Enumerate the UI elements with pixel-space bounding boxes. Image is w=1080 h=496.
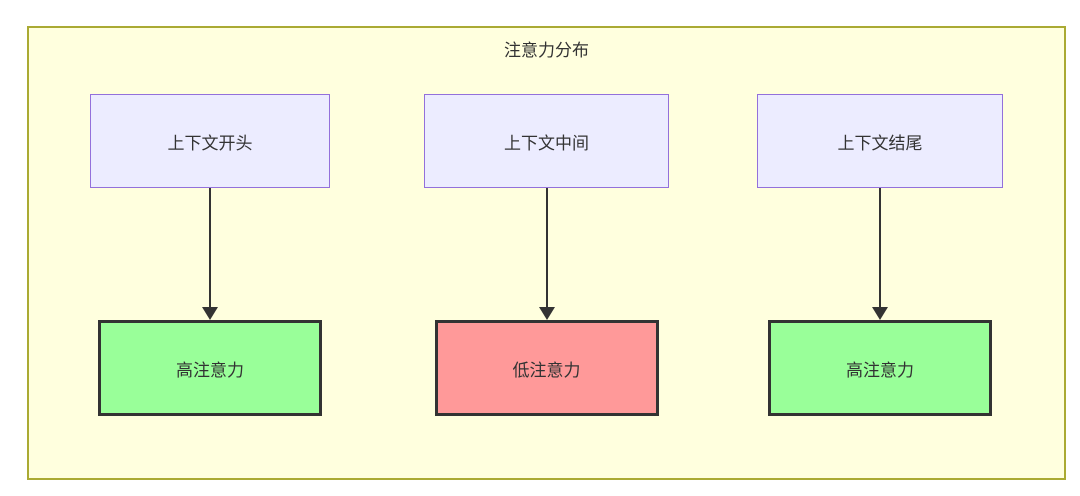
node-context-start: 上下文开头 xyxy=(90,94,330,188)
edge-line xyxy=(879,188,881,307)
diagram-title: 注意力分布 xyxy=(504,41,589,60)
arrowhead-down-icon xyxy=(872,307,888,320)
edge-line xyxy=(209,188,211,307)
edge-arrow xyxy=(202,188,218,320)
edge-arrow xyxy=(538,188,555,320)
flow-column-context-end: 上下文结尾 高注意力 xyxy=(757,94,1003,416)
arrowhead-down-icon xyxy=(202,307,218,320)
edge-arrow xyxy=(872,188,888,320)
subgraph-attention-distribution: 注意力分布 上下文开头 高注意力 上下文中间 低注意力 上下文结尾 高注意力 xyxy=(27,26,1066,480)
node-context-middle: 上下文中间 xyxy=(424,94,669,188)
edge-line xyxy=(545,188,548,307)
node-attention-result: 高注意力 xyxy=(98,320,322,416)
node-attention-result: 低注意力 xyxy=(434,320,659,416)
node-context-end: 上下文结尾 xyxy=(757,94,1003,188)
node-attention-result: 高注意力 xyxy=(768,320,992,416)
flow-column-context-start: 上下文开头 高注意力 xyxy=(90,94,330,416)
flow-column-context-middle: 上下文中间 低注意力 xyxy=(424,94,669,416)
arrowhead-down-icon xyxy=(538,307,555,320)
